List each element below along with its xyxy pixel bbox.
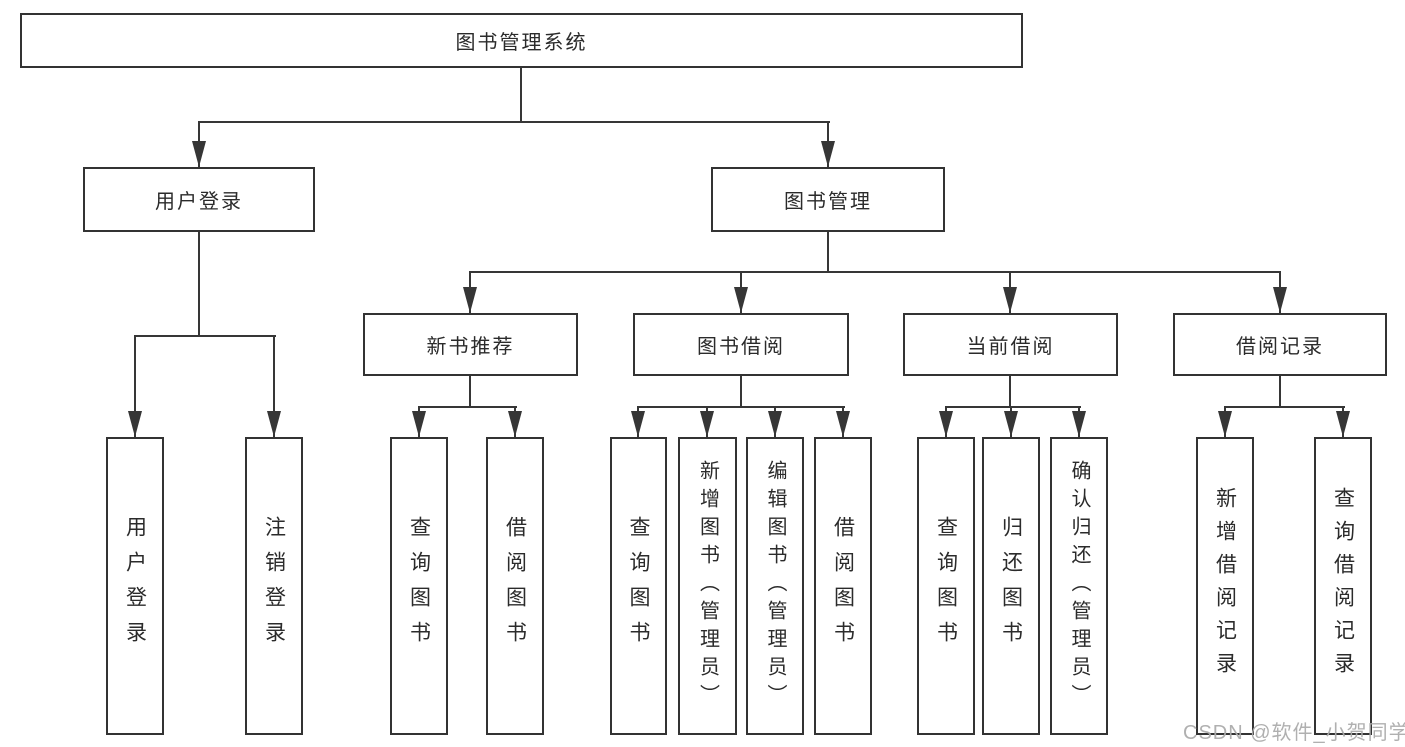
leaf-add-borrow-record: 新增借阅记录 [1196,437,1254,735]
arrowhead-nb-borrow [508,411,522,437]
arrowhead-new-book [463,287,477,313]
arrowhead-leaf-logout [267,411,281,437]
edge-current-stem [1009,376,1011,408]
arrowhead-cb-return [1004,411,1018,437]
arrowhead-cb-confirm [1072,411,1086,437]
arrowhead-br-add [1218,411,1232,437]
arrowhead-user-login [192,141,206,167]
edge-newbook-stem [469,376,471,408]
leaf-query-borrow-record: 查询借阅记录 [1314,437,1372,735]
section-current-borrow: 当前借阅 [903,313,1118,376]
edge-drop-leaf-login [134,335,136,437]
arrowhead-bb-borrow [836,411,850,437]
arrowhead-book-management [821,141,835,167]
edge-mgmt-stem [827,232,829,273]
section-borrow-record: 借阅记录 [1173,313,1387,376]
arrowhead-book-borrow [734,287,748,313]
section-book-borrow: 图书借阅 [633,313,849,376]
leaf-query-books-2: 查询图书 [610,437,667,735]
branch-book-management: 图书管理 [711,167,945,232]
arrowhead-current-borrow [1003,287,1017,313]
arrowhead-br-query [1336,411,1350,437]
leaf-return-books: 归还图书 [982,437,1040,735]
arrowhead-bb-edit [768,411,782,437]
arrowhead-bb-query [631,411,645,437]
arrowhead-leaf-login [128,411,142,437]
edge-newbook-rail [418,406,517,408]
arrowhead-cb-query [939,411,953,437]
leaf-confirm-return-admin: 确认归还（管理员） [1050,437,1108,735]
edge-borrow-stem [740,376,742,408]
leaf-edit-books-admin: 编辑图书（管理员） [746,437,804,735]
branch-user-login: 用户登录 [83,167,315,232]
edge-root-rail [198,121,830,123]
edge-login-stem [198,232,200,337]
arrowhead-bb-add [700,411,714,437]
leaf-query-books-3: 查询图书 [917,437,975,735]
edge-record-stem [1279,376,1281,408]
edge-drop-leaf-logout [273,335,275,437]
leaf-add-books-admin: 新增图书（管理员） [678,437,737,735]
leaf-user-login: 用户登录 [106,437,164,735]
edge-root-stem [520,68,522,123]
edge-borrow-rail [637,406,845,408]
leaf-borrow-books-2: 借阅图书 [814,437,872,735]
edge-mgmt-rail [469,271,1281,273]
section-new-book-recommend: 新书推荐 [363,313,578,376]
arrowhead-borrow-record [1273,287,1287,313]
edge-current-rail [945,406,1081,408]
edge-login-rail [134,335,276,337]
leaf-logout: 注销登录 [245,437,303,735]
edge-record-rail [1224,406,1345,408]
root-node: 图书管理系统 [20,13,1023,68]
leaf-borrow-books-1: 借阅图书 [486,437,544,735]
leaf-query-books-1: 查询图书 [390,437,448,735]
csdn-watermark: CSDN @软件_小贺同学 [1183,722,1405,744]
arrowhead-nb-query [412,411,426,437]
